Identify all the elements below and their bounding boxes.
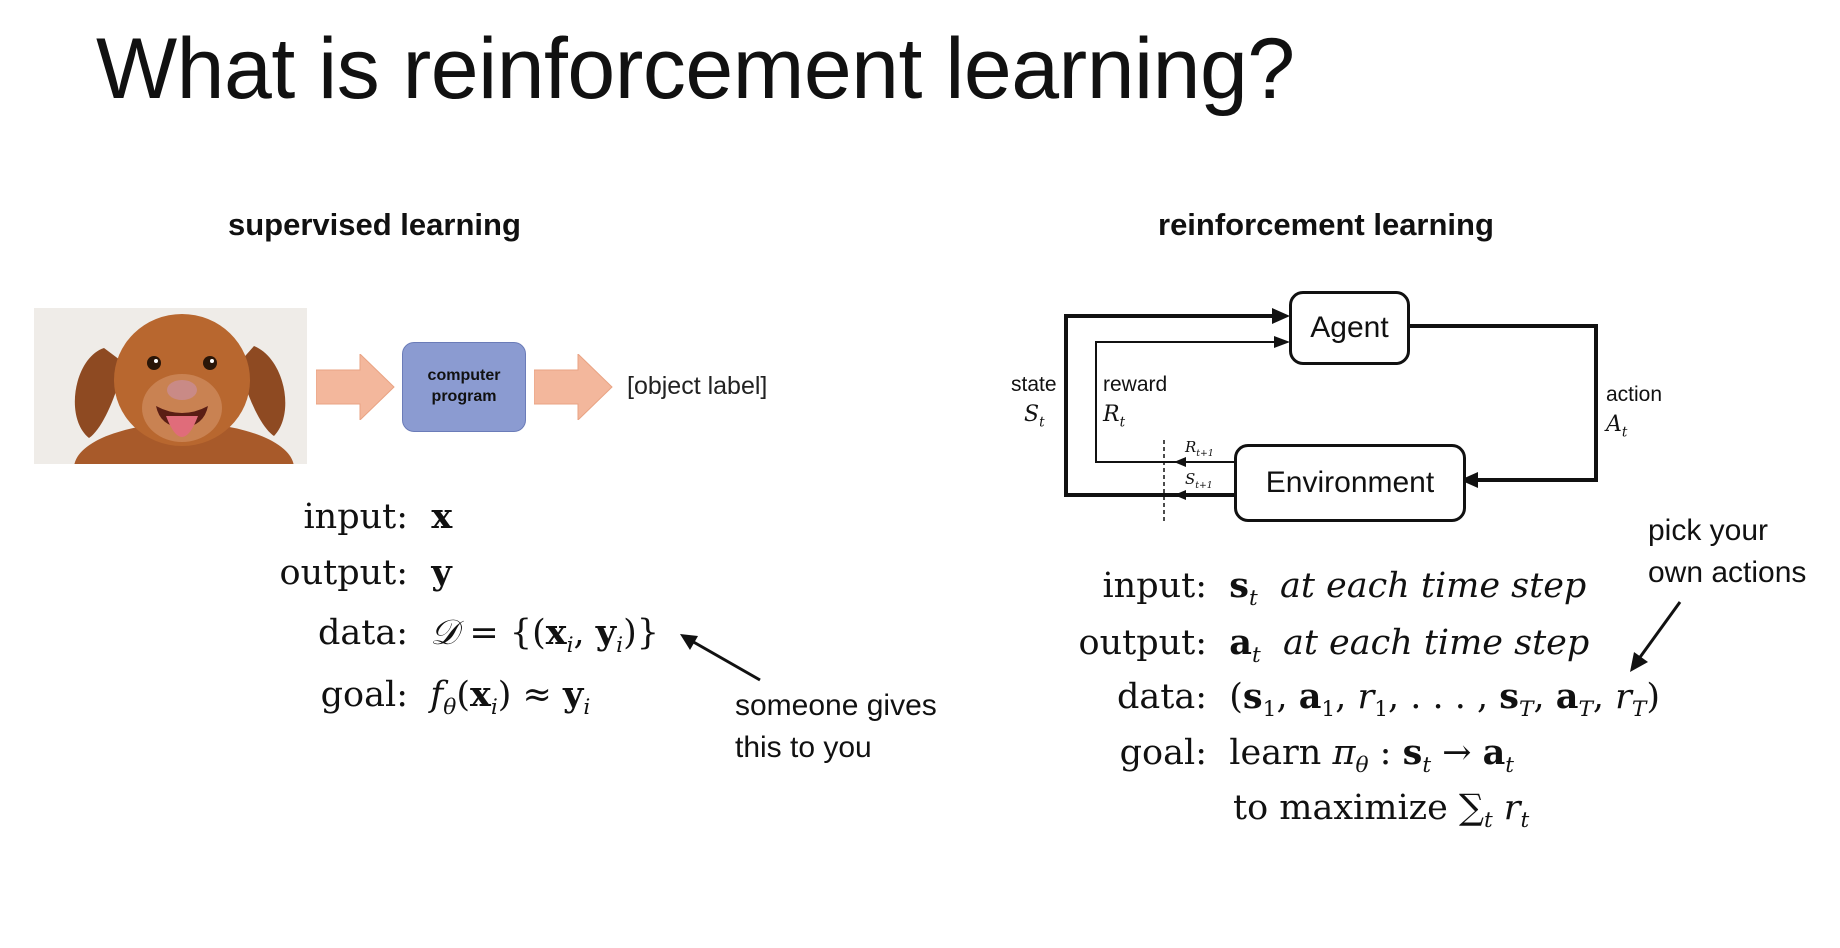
reward-symbol: Rt	[1103, 402, 1126, 431]
rl-output-line: output: at at each time step	[0, 622, 1590, 668]
object-label: [object label]	[627, 372, 768, 400]
rl-goal-line: goal: learn πθ : st → at	[0, 732, 1514, 778]
dog-photo	[34, 308, 307, 464]
state-next-symbol: St+1	[1185, 470, 1213, 491]
action-label: action	[1606, 383, 1663, 406]
rl-output-label: output:	[1078, 623, 1207, 663]
supervised-note: someone gives this to you	[735, 689, 937, 764]
slide-title: What is reinforcement learning?	[96, 21, 1295, 117]
rl-input-label: input:	[1102, 566, 1207, 606]
reward-label: reward	[1103, 373, 1168, 396]
sup-data-line: data: 𝒟 = {(xi, yi)}	[0, 612, 659, 658]
rl-goal-label: goal:	[1119, 733, 1207, 773]
reinforcement-note: pick your own actions	[1648, 514, 1807, 589]
environment-box: Environment	[1234, 444, 1466, 522]
rl-loop-diagram	[1064, 308, 1598, 522]
output-arrow	[534, 354, 613, 420]
agent-box: Agent	[1289, 291, 1410, 365]
note-arrow-supervised	[680, 634, 761, 682]
reward-next-symbol: Rt+1	[1185, 438, 1214, 459]
program-label-line2: program	[431, 388, 497, 405]
state-symbol: St	[1024, 402, 1045, 431]
rl-data-label: data:	[1117, 677, 1207, 717]
sup-input-line: input: x	[0, 496, 452, 537]
rl-input-line: input: st at each time step	[0, 565, 1586, 611]
sup-output-label: output:	[279, 553, 408, 593]
sup-input-label: input:	[303, 497, 408, 537]
sup-goal-line: goal: fθ(xi) ≈ yi	[0, 674, 591, 720]
action-symbol: At	[1606, 412, 1628, 441]
supervised-heading: supervised learning	[228, 207, 521, 242]
note-arrow-reinforcement	[1630, 601, 1682, 672]
rl-data-line: data: (s1, a1, r1, . . . , sT, aT, rT)	[0, 676, 1660, 722]
reinforcement-heading: reinforcement learning	[1158, 207, 1494, 242]
sup-output-line: output: y	[0, 552, 452, 593]
rl-maximize-line: to maximize ∑t rt	[1233, 788, 1530, 833]
sup-goal-label: goal:	[320, 675, 408, 715]
program-label-line1: computer	[427, 367, 501, 385]
state-label: state	[1011, 373, 1057, 396]
sup-data-label: data:	[318, 613, 408, 653]
input-arrow	[316, 354, 395, 420]
computer-program-box: computer program	[402, 342, 526, 432]
